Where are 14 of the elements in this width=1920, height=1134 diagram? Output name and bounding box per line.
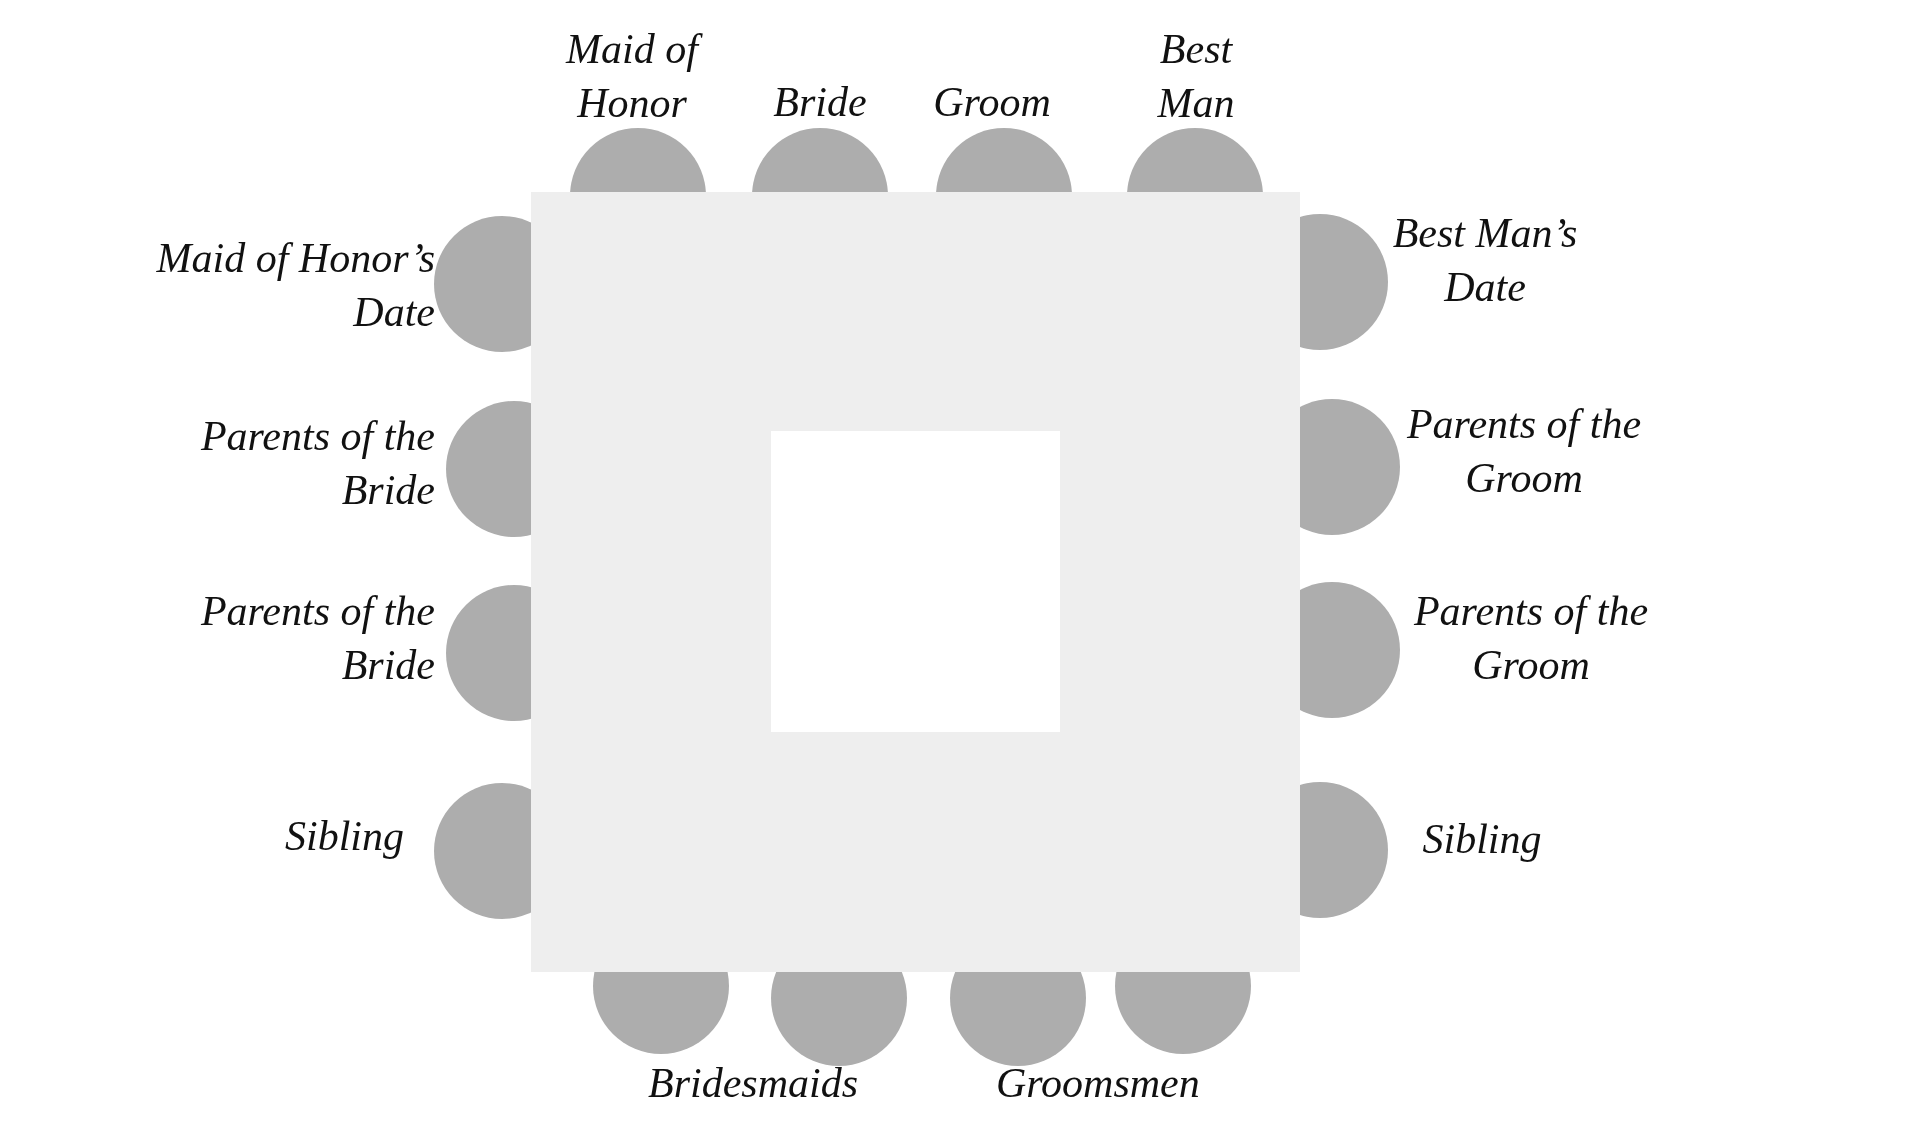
group-label: Groomsmen bbox=[996, 1059, 1200, 1108]
seat-label: Best Man bbox=[1156, 25, 1236, 128]
group-label: Bridesmaids bbox=[648, 1059, 858, 1108]
seat-label: Best Man’s Date bbox=[1391, 209, 1579, 312]
seat-label: Parents of the Groom bbox=[1412, 587, 1650, 690]
seat-label: Parents of the Groom bbox=[1405, 400, 1643, 503]
seat-label: Groom bbox=[932, 78, 1052, 127]
seat-label: Sibling bbox=[1421, 815, 1543, 864]
seat-label: Bride bbox=[772, 78, 868, 127]
seat-label: Maid of Honor bbox=[532, 22, 732, 130]
seat-label: Sibling bbox=[284, 812, 404, 861]
seat-label: Parents of the Bride bbox=[199, 587, 435, 690]
seat-label: Maid of Honor’s Date bbox=[155, 234, 435, 337]
seat-label: Parents of the Bride bbox=[199, 412, 435, 515]
